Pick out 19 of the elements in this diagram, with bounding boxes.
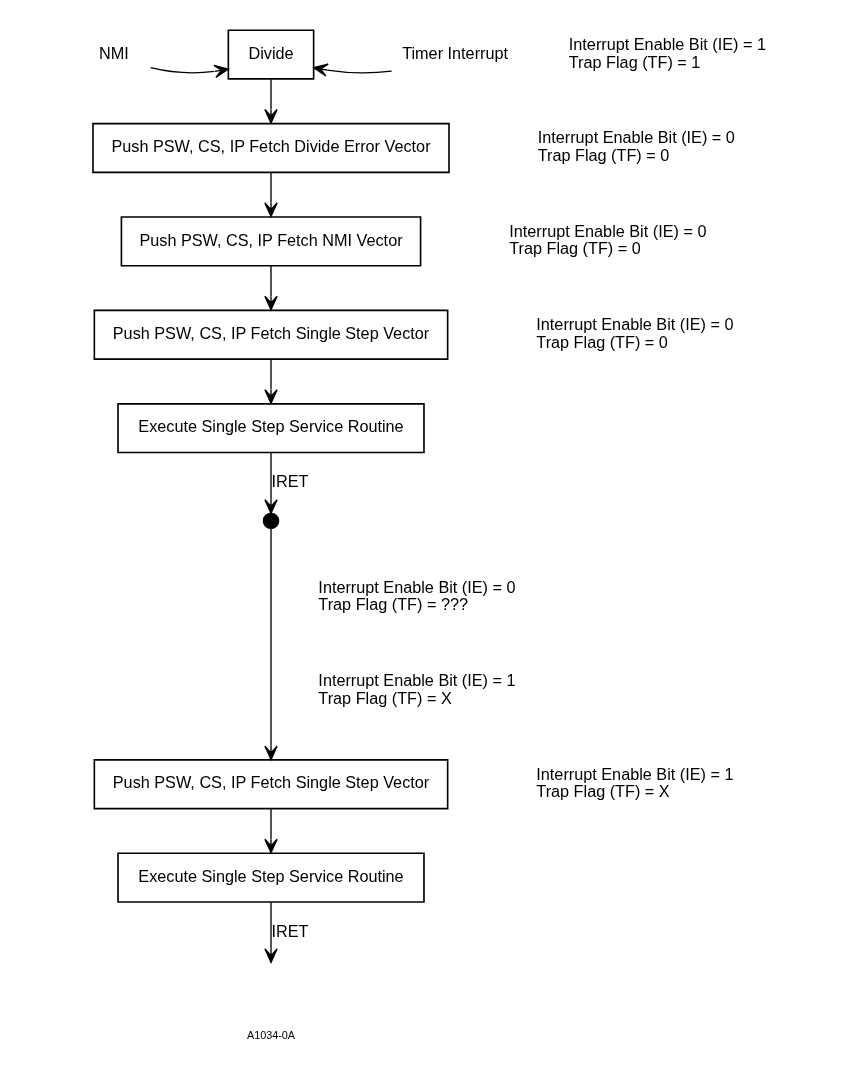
node-label: Interrupt Enable Bit (IE) = 0 xyxy=(508,221,706,240)
label: Trap Flag (TF) = X xyxy=(317,688,452,707)
node-label: Trap Flag (TF) = X xyxy=(535,782,670,801)
label: Interrupt Enable Bit (IE) = 1 xyxy=(317,671,516,690)
node-label: Interrupt Enable Bit (IE) = 1 xyxy=(568,34,766,53)
node-label: Trap Flag (TF) = 0 xyxy=(537,145,669,164)
node-label: Interrupt Enable Bit (IE) = 0 xyxy=(535,315,733,334)
node-label: Trap Flag (TF) = 0 xyxy=(508,239,641,258)
node-label: Trap Flag (TF) = 1 xyxy=(568,52,700,71)
edge-label: IRET xyxy=(270,472,308,491)
node-label: Trap Flag (TF) = 0 xyxy=(535,332,668,351)
node-label: Interrupt Enable Bit (IE) = 0 xyxy=(537,128,735,147)
node-text: Timer Interrupt xyxy=(401,43,508,62)
label: Interrupt Enable Bit (IE) = 0 xyxy=(317,577,516,596)
label: Trap Flag (TF) = ??? xyxy=(317,595,468,614)
label: A1034-0A xyxy=(246,1029,295,1042)
node-label: Interrupt Enable Bit (IE) = 1 xyxy=(535,764,733,783)
node-text: NMI xyxy=(98,43,129,62)
edge-label: IRET xyxy=(270,921,308,940)
